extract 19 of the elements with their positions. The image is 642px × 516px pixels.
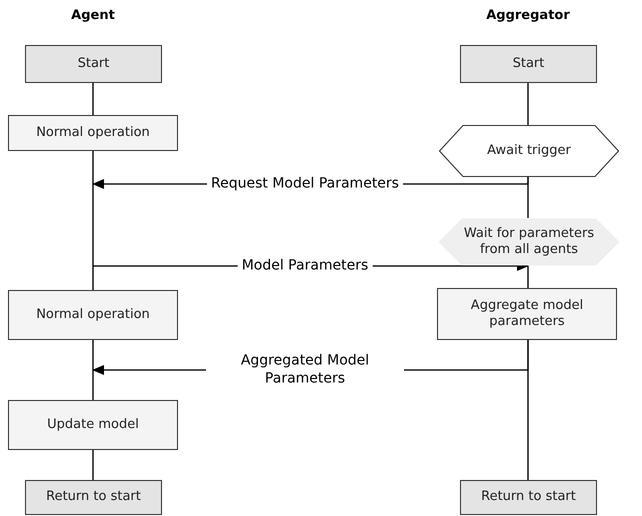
terminal-box: Start — [25, 45, 162, 83]
terminal-box: Return to start — [460, 480, 597, 515]
process-box: Aggregate model parameters — [437, 288, 617, 340]
edge-label: Request Model Parameters — [207, 175, 403, 193]
lifeline-segment — [92, 340, 94, 400]
lifeline-segment — [92, 83, 94, 115]
lifeline-segment — [527, 83, 529, 125]
lane-heading: Aggregator — [486, 8, 570, 23]
lifeline-segment — [92, 450, 94, 480]
lifeline-segment — [92, 151, 94, 290]
process-box: Normal operation — [8, 290, 178, 340]
terminal-box: Return to start — [25, 480, 162, 515]
process-box: Normal operation — [8, 115, 178, 151]
lifeline-segment — [527, 266, 529, 288]
wait-hexagon: Wait for parameters from all agents — [438, 218, 620, 266]
terminal-box: Start — [460, 45, 597, 83]
process-box: Update model — [8, 400, 178, 450]
preparation-hexagon: Await trigger — [439, 125, 619, 177]
lane-heading: Agent — [71, 8, 115, 23]
